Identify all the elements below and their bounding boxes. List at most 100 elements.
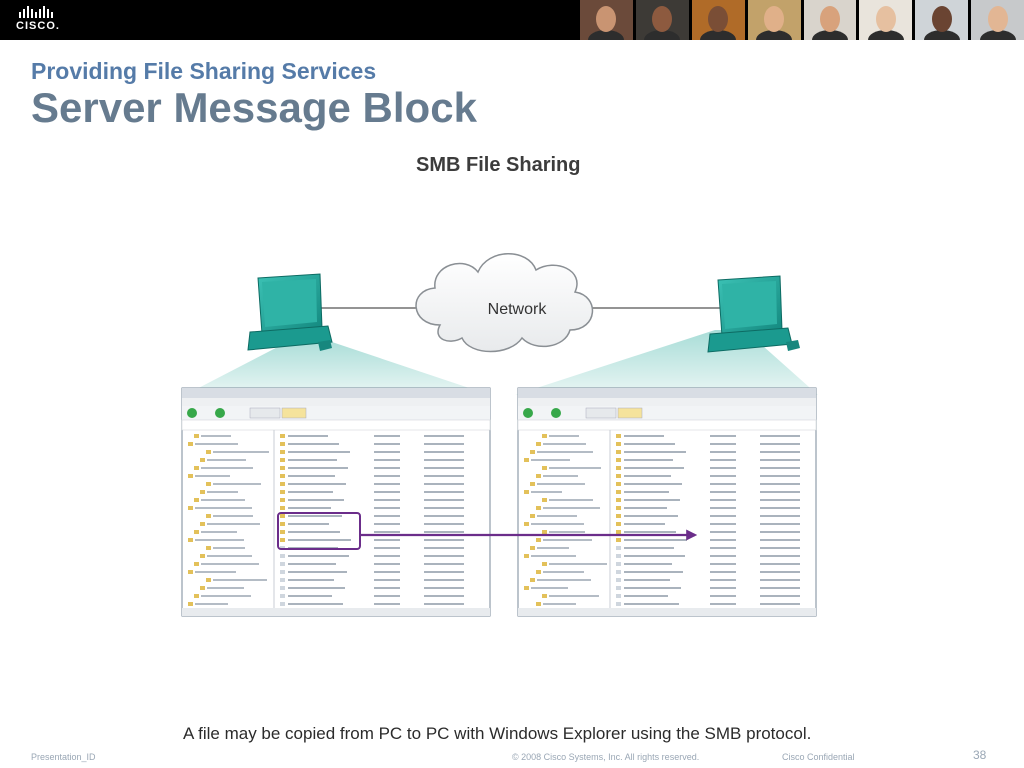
file-row-line (374, 451, 400, 453)
tree-item-line (531, 523, 584, 525)
file-icon (280, 442, 285, 446)
file-icon (280, 514, 285, 518)
file-icon (616, 466, 621, 470)
folder-icon (536, 602, 541, 606)
file-row-line (374, 507, 400, 509)
file-row-line (288, 523, 329, 525)
file-row-line (760, 507, 800, 509)
file-icon (280, 586, 285, 590)
file-row-line (710, 475, 736, 477)
tree-item-line (549, 531, 585, 533)
file-row-line (760, 499, 800, 501)
file-row-line (710, 539, 736, 541)
tree-item-line (207, 491, 238, 493)
selected-files-highlight (277, 512, 361, 550)
file-icon (280, 570, 285, 574)
file-row-line (424, 435, 464, 437)
file-row-line (288, 555, 349, 557)
file-icon (616, 570, 621, 574)
file-row-line (424, 539, 464, 541)
file-row-line (374, 571, 400, 573)
folder-icon (188, 474, 193, 478)
file-row-line (288, 603, 343, 605)
file-row-line (374, 467, 400, 469)
file-row-line (288, 475, 335, 477)
tree-item-line (213, 547, 245, 549)
tree-item-line (201, 563, 259, 565)
left-explorer-window (181, 387, 491, 617)
person-shoulder-icon (700, 30, 737, 40)
file-icon (280, 578, 285, 582)
folder-icon (536, 538, 541, 542)
tree-item-line (201, 435, 231, 437)
folder-icon (530, 578, 535, 582)
file-row-line (374, 587, 400, 589)
file-icon (616, 482, 621, 486)
file-row-line (760, 491, 800, 493)
folder-icon (194, 498, 199, 502)
folder-icon (206, 450, 211, 454)
file-icon (280, 498, 285, 502)
file-row-line (624, 523, 665, 525)
person-shoulder-icon (867, 30, 904, 40)
file-row-line (374, 595, 400, 597)
file-row-line (288, 571, 347, 573)
file-icon (616, 546, 621, 550)
tree-item-line (213, 451, 269, 453)
file-icon (616, 474, 621, 478)
file-icon (616, 490, 621, 494)
folder-icon (194, 562, 199, 566)
person-face-icon (764, 6, 785, 32)
file-row-line (760, 467, 800, 469)
tree-item-line (207, 555, 252, 557)
file-icon (616, 442, 621, 446)
tree-item-line (531, 587, 568, 589)
file-row-line (374, 491, 400, 493)
folder-icon (536, 506, 541, 510)
folder-icon (530, 514, 535, 518)
file-row-line (624, 579, 670, 581)
file-row-line (374, 459, 400, 461)
file-icon (280, 554, 285, 558)
file-icon (616, 578, 621, 582)
file-icon (280, 434, 285, 438)
tree-item-line (549, 499, 593, 501)
file-row-line (710, 571, 736, 573)
file-row-line (374, 523, 400, 525)
person-shoulder-icon (811, 30, 848, 40)
tree-item-line (537, 515, 577, 517)
file-row-line (760, 531, 800, 533)
file-icon (280, 522, 285, 526)
file-row-line (624, 451, 686, 453)
file-icon (280, 450, 285, 454)
file-row-line (288, 451, 350, 453)
file-icon (280, 594, 285, 598)
left-pc-icon (247, 273, 333, 351)
tree-item-line (195, 475, 230, 477)
file-row-line (424, 547, 464, 549)
file-row-line (374, 531, 400, 533)
person-shoulder-icon (923, 30, 960, 40)
header-photo-strip (580, 0, 1024, 40)
tree-item-line (549, 467, 601, 469)
file-row-line (760, 603, 800, 605)
file-row-line (760, 443, 800, 445)
file-icon (280, 602, 285, 606)
file-row-line (374, 443, 400, 445)
file-icon (280, 466, 285, 470)
folder-icon (200, 522, 205, 526)
header-photo (747, 0, 801, 40)
file-icon (616, 602, 621, 606)
folder-icon (206, 546, 211, 550)
file-row-line (424, 531, 464, 533)
tree-item-line (213, 515, 253, 517)
file-row-line (624, 475, 671, 477)
file-row-line (288, 483, 346, 485)
folder-icon (200, 490, 205, 494)
file-row-line (624, 483, 682, 485)
folder-icon (524, 490, 529, 494)
file-row-line (288, 579, 334, 581)
tree-item-line (207, 459, 246, 461)
file-row-line (710, 555, 736, 557)
file-row-line (710, 451, 736, 453)
